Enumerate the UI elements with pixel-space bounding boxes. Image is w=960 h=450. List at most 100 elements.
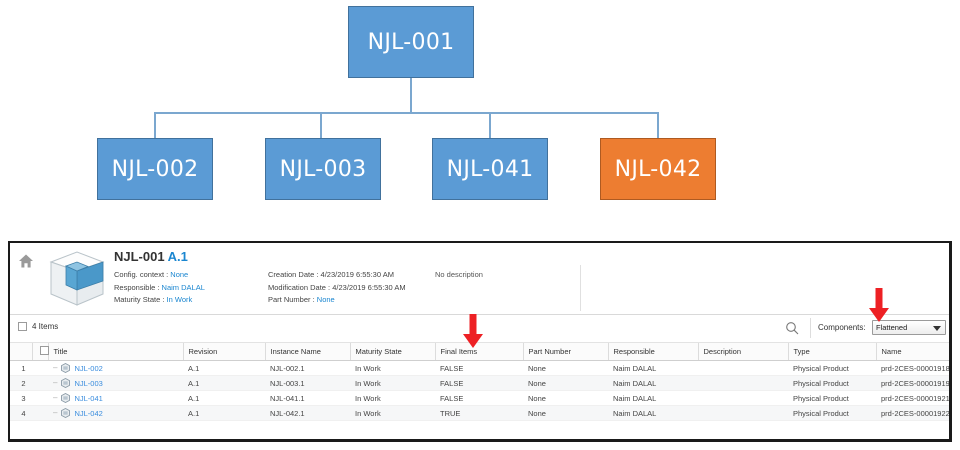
home-icon[interactable]	[18, 253, 34, 269]
header-instance-name[interactable]: Instance Name	[265, 343, 351, 361]
tree-expander-icon[interactable]: –	[53, 378, 58, 387]
row-number: 2	[10, 375, 32, 391]
row-number: 1	[10, 360, 32, 376]
final-items-arrow	[461, 314, 485, 350]
header-revision[interactable]: Revision	[183, 343, 266, 361]
header-name[interactable]: Name	[876, 343, 949, 361]
cell-name: prd-2CES-00001919	[876, 375, 949, 391]
tree-connector-child-3	[489, 112, 491, 138]
table-body: 1 – NJL-002 A.1 NJL-002.1 In Work FALSE …	[10, 360, 949, 421]
tree-expander-icon[interactable]: –	[53, 393, 58, 402]
meta-column-left: Config. context : None Responsible : Nai…	[114, 269, 205, 307]
tree-node-njl-042[interactable]: NJL-042	[600, 138, 716, 200]
table-row[interactable]: 1 – NJL-002 A.1 NJL-002.1 In Work FALSE …	[10, 360, 949, 376]
cell-name: prd-2CES-00001918	[876, 360, 949, 376]
tree-expander-icon[interactable]: –	[53, 408, 58, 417]
tree-expander-icon[interactable]: –	[53, 363, 58, 372]
meta-maturity-state: Maturity State : In Work	[114, 294, 205, 307]
components-dropdown-arrow	[867, 288, 891, 324]
meta-part-number: Part Number : None	[268, 294, 406, 307]
tree-node-root[interactable]: NJL-001	[348, 6, 474, 78]
cell-part-number[interactable]: None	[523, 360, 608, 376]
cell-title[interactable]: – NJL-002	[48, 360, 183, 376]
meta-value[interactable]: None	[170, 270, 189, 279]
cell-part-number[interactable]: None	[523, 390, 608, 406]
cell-revision[interactable]: A.1	[183, 405, 265, 421]
header-divider	[580, 265, 581, 311]
header-title[interactable]: Title	[48, 343, 184, 361]
component-icon	[61, 377, 71, 389]
cell-maturity-state[interactable]: In Work	[350, 390, 435, 406]
table-row[interactable]: 3 – NJL-041 A.1 NJL-041.1 In Work FALSE …	[10, 390, 949, 406]
cell-responsible[interactable]: Naim DALAL	[608, 405, 698, 421]
cell-description	[698, 390, 788, 406]
meta-value[interactable]: None	[316, 295, 335, 304]
cell-responsible[interactable]: Naim DALAL	[608, 375, 698, 391]
row-checkbox-cell[interactable]	[32, 360, 48, 376]
tree-node-njl-003[interactable]: NJL-003	[265, 138, 381, 200]
table-row[interactable]: 4 – NJL-042 A.1 NJL-042.1 In Work TRUE N…	[10, 405, 949, 421]
cell-final-items: FALSE	[435, 375, 523, 391]
cell-revision[interactable]: A.1	[183, 360, 265, 376]
search-icon[interactable]	[785, 321, 799, 335]
cell-instance-name: NJL-041.1	[265, 390, 350, 406]
table-row[interactable]: 2 – NJL-003 A.1 NJL-003.1 In Work FALSE …	[10, 375, 949, 391]
header-part-number[interactable]: Part Number	[523, 343, 609, 361]
table-header-row: Title Revision Instance Name Maturity St…	[10, 343, 949, 361]
cell-description	[698, 360, 788, 376]
select-all-checkbox[interactable]	[18, 322, 27, 331]
component-icon	[61, 407, 71, 419]
cell-title-link[interactable]: NJL-042	[74, 408, 103, 418]
cell-maturity-state[interactable]: In Work	[350, 360, 435, 376]
tree-node-label: NJL-002	[111, 156, 199, 182]
cell-part-number[interactable]: None	[523, 405, 608, 421]
cell-title[interactable]: – NJL-042	[48, 405, 183, 421]
cell-title[interactable]: – NJL-041	[48, 390, 183, 406]
row-number: 3	[10, 390, 32, 406]
cell-maturity-state[interactable]: In Work	[350, 375, 435, 391]
meta-value[interactable]: Naim DALAL	[161, 282, 205, 292]
description-text: No description	[435, 270, 483, 279]
cell-responsible[interactable]: Naim DALAL	[608, 360, 698, 376]
row-checkbox-cell[interactable]	[32, 405, 48, 421]
meta-value: 4/23/2019 6:55:30 AM	[332, 282, 406, 292]
chevron-down-icon	[933, 326, 941, 331]
header-description[interactable]: Description	[698, 343, 789, 361]
cell-name: prd-2CES-00001922	[876, 405, 949, 421]
cell-revision[interactable]: A.1	[183, 390, 265, 406]
cell-title-link[interactable]: NJL-002	[74, 363, 103, 373]
cell-final-items: FALSE	[435, 390, 523, 406]
cell-instance-name: NJL-002.1	[265, 360, 350, 376]
product-cube-icon	[48, 249, 106, 309]
meta-config-context: Config. context : None	[114, 269, 205, 282]
tree-connector-root-vertical	[410, 78, 412, 113]
component-icon	[61, 362, 71, 374]
row-checkbox-cell[interactable]	[32, 390, 48, 406]
tree-node-njl-041[interactable]: NJL-041	[432, 138, 548, 200]
meta-label: Config. context :	[114, 270, 169, 279]
header-maturity-state[interactable]: Maturity State	[350, 343, 436, 361]
row-checkbox-cell[interactable]	[32, 375, 48, 391]
meta-label: Creation Date :	[268, 270, 319, 279]
components-select[interactable]: Flattened	[872, 320, 946, 335]
meta-value[interactable]: In Work	[166, 295, 193, 304]
header-responsible[interactable]: Responsible	[608, 343, 699, 361]
meta-column-middle: Creation Date : 4/23/2019 6:55:30 AM Mod…	[268, 269, 406, 307]
header-select-all[interactable]	[32, 343, 49, 361]
cell-responsible[interactable]: Naim DALAL	[608, 390, 698, 406]
cell-title-link[interactable]: NJL-041	[74, 393, 103, 403]
cell-title-link[interactable]: NJL-003	[74, 378, 103, 388]
select-all-rows-checkbox[interactable]	[39, 346, 49, 355]
header-final-items[interactable]: Final Items	[435, 343, 524, 361]
cell-title[interactable]: – NJL-003	[48, 375, 183, 391]
cell-part-number[interactable]: None	[523, 375, 608, 391]
tree-node-njl-002[interactable]: NJL-002	[97, 138, 213, 200]
cell-type: Physical Product	[788, 405, 876, 421]
component-icon	[61, 392, 71, 404]
cell-maturity-state[interactable]: In Work	[350, 405, 435, 421]
horizontal-scrollbar[interactable]	[10, 427, 949, 439]
cell-description	[698, 405, 788, 421]
header-type[interactable]: Type	[788, 343, 877, 361]
cell-revision[interactable]: A.1	[183, 375, 265, 391]
